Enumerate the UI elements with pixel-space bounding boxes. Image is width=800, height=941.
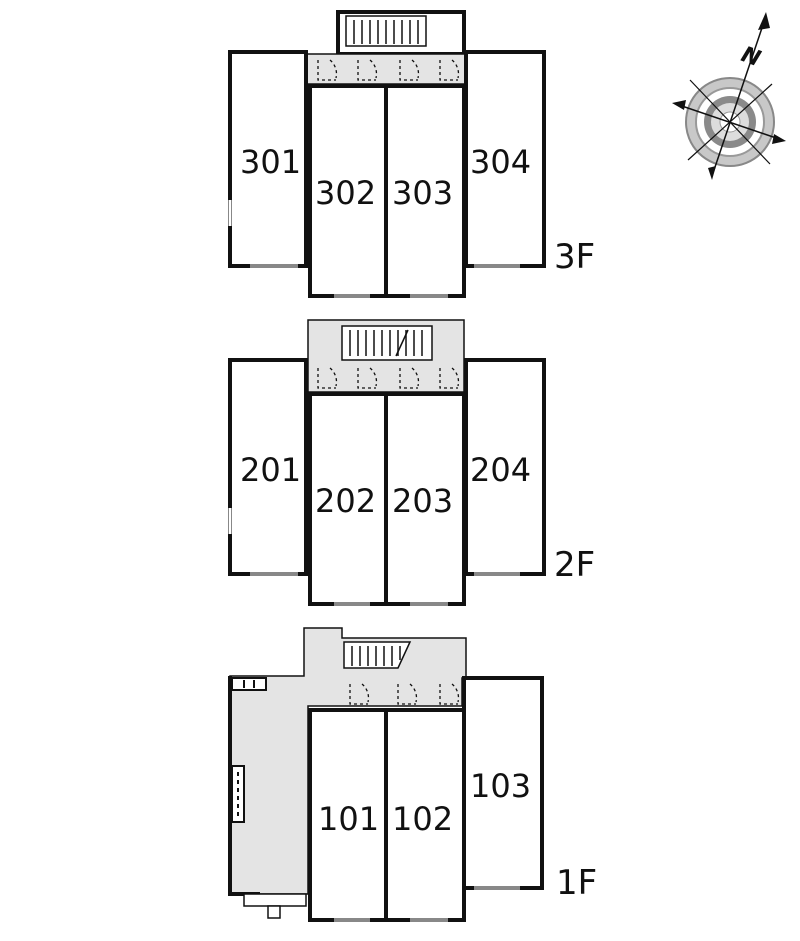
floor-label-1f: 1F bbox=[556, 863, 597, 903]
unit-304-room bbox=[464, 50, 546, 268]
unit-label-301: 301 bbox=[240, 143, 301, 181]
unit-label-203: 203 bbox=[392, 482, 453, 520]
unit-label-304: 304 bbox=[470, 143, 531, 181]
unit-label-103: 103 bbox=[470, 767, 531, 805]
floor-1f: 101 102 103 1F bbox=[228, 627, 597, 922]
door-swing-icons bbox=[317, 59, 460, 81]
unit-204-room bbox=[464, 358, 546, 576]
entrance-steps-icon bbox=[243, 893, 307, 919]
unit-301-room bbox=[228, 50, 308, 268]
unit-203-room bbox=[384, 392, 466, 606]
unit-label-302: 302 bbox=[315, 174, 376, 212]
unit-label-102: 102 bbox=[392, 800, 453, 838]
entrance-fixture-icon bbox=[231, 765, 245, 823]
floor-2f: 201 202 203 204 2F bbox=[228, 319, 595, 606]
mailbox-icon bbox=[231, 677, 267, 691]
unit-label-202: 202 bbox=[315, 482, 376, 520]
unit-label-303: 303 bbox=[392, 174, 453, 212]
staircase-icon bbox=[341, 325, 433, 361]
compass-rose: N bbox=[672, 12, 786, 180]
corridor bbox=[305, 53, 467, 85]
floor-3f: 301 302 303 304 3F bbox=[228, 10, 595, 298]
staircase-icon bbox=[345, 15, 427, 47]
door-swing-icons bbox=[317, 367, 460, 389]
compass-north-label: N bbox=[738, 42, 764, 72]
staircase-icon bbox=[343, 641, 412, 669]
unit-label-201: 201 bbox=[240, 451, 301, 489]
unit-label-101: 101 bbox=[318, 800, 379, 838]
floor-label-3f: 3F bbox=[554, 237, 595, 277]
door-swing-icons bbox=[349, 683, 460, 705]
unit-303-room bbox=[384, 84, 466, 298]
unit-202-room bbox=[308, 392, 388, 606]
unit-label-204: 204 bbox=[470, 451, 531, 489]
floor-label-2f: 2F bbox=[554, 545, 595, 585]
